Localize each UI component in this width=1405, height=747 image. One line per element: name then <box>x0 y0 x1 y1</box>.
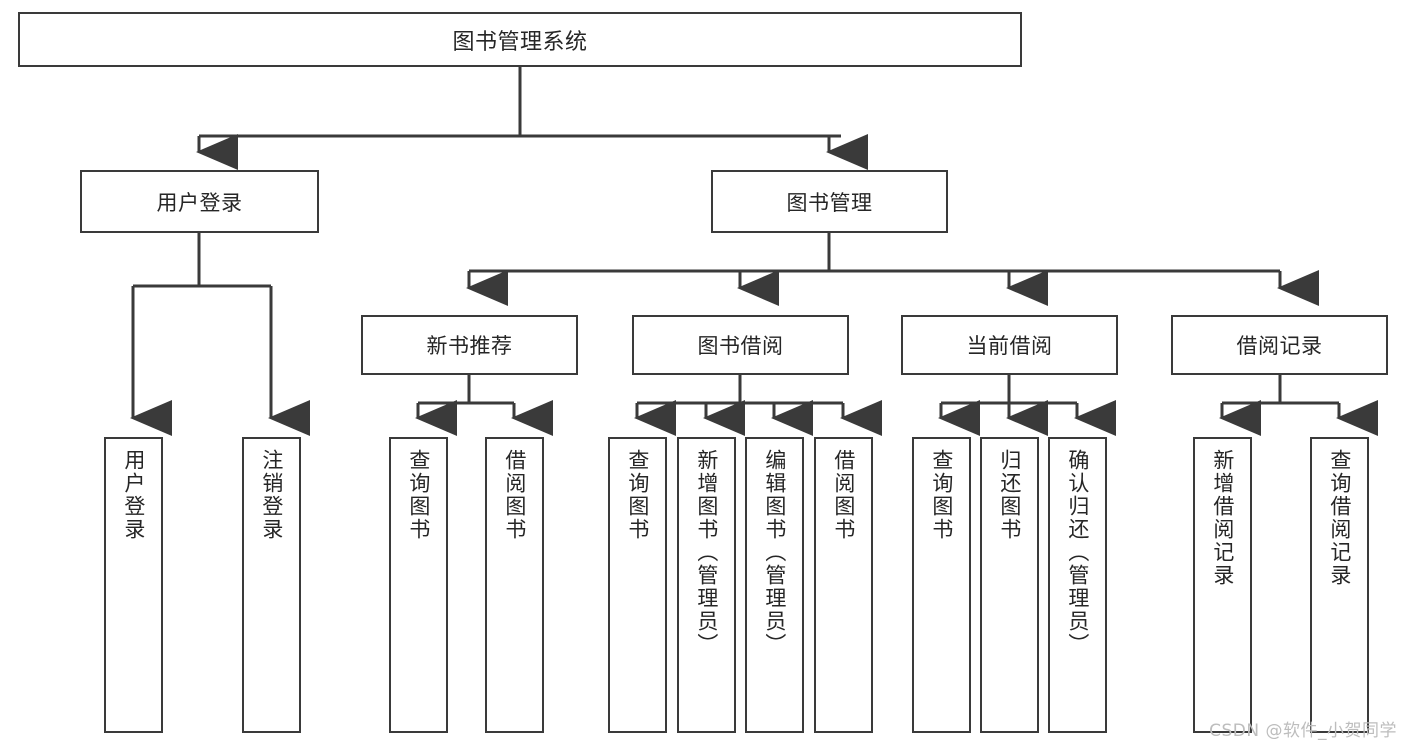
node-leaf-query-book-current-label: 查询图书 <box>929 449 954 541</box>
node-leaf-user-login-label: 用户登录 <box>121 449 146 541</box>
node-leaf-borrow-book[interactable]: 借阅图书 <box>814 437 873 733</box>
node-leaf-edit-book-admin-label: 编辑图书（管理员） <box>762 449 787 656</box>
node-book-borrow-label: 图书借阅 <box>697 334 784 358</box>
node-leaf-user-login[interactable]: 用户登录 <box>104 437 163 733</box>
node-borrow-record[interactable]: 借阅记录 <box>1171 315 1388 375</box>
node-leaf-logout[interactable]: 注销登录 <box>242 437 301 733</box>
node-leaf-return-book-label: 归还图书 <box>997 449 1022 541</box>
node-leaf-confirm-return-admin-label: 确认归还（管理员） <box>1065 449 1090 656</box>
node-current-borrow-label: 当前借阅 <box>966 334 1053 358</box>
node-leaf-logout-label: 注销登录 <box>259 449 284 541</box>
node-leaf-add-borrow-record[interactable]: 新增借阅记录 <box>1193 437 1252 733</box>
node-leaf-add-borrow-record-label: 新增借阅记录 <box>1210 449 1235 587</box>
node-current-borrow[interactable]: 当前借阅 <box>901 315 1118 375</box>
node-borrow-record-label: 借阅记录 <box>1236 334 1323 358</box>
node-leaf-query-book-recommend-label: 查询图书 <box>406 449 431 541</box>
node-new-book-recommend-label: 新书推荐 <box>426 334 513 358</box>
node-book-management-label: 图书管理 <box>786 190 873 215</box>
node-root-label: 图书管理系统 <box>452 29 588 55</box>
node-leaf-return-book[interactable]: 归还图书 <box>980 437 1039 733</box>
node-leaf-add-book-admin-label: 新增图书（管理员） <box>694 449 719 656</box>
node-leaf-query-book-borrow[interactable]: 查询图书 <box>608 437 667 733</box>
node-leaf-edit-book-admin[interactable]: 编辑图书（管理员） <box>745 437 804 733</box>
node-user-login-label: 用户登录 <box>156 190 243 215</box>
node-root[interactable]: 图书管理系统 <box>18 12 1022 67</box>
node-leaf-query-book-borrow-label: 查询图书 <box>625 449 650 541</box>
node-leaf-query-borrow-record[interactable]: 查询借阅记录 <box>1310 437 1369 733</box>
node-user-login[interactable]: 用户登录 <box>80 170 319 233</box>
csdn-watermark: CSDN @软件_小贺同学 <box>1209 721 1397 741</box>
node-leaf-query-borrow-record-label: 查询借阅记录 <box>1327 449 1352 587</box>
node-leaf-confirm-return-admin[interactable]: 确认归还（管理员） <box>1048 437 1107 733</box>
node-new-book-recommend[interactable]: 新书推荐 <box>361 315 578 375</box>
node-leaf-borrow-book-recommend[interactable]: 借阅图书 <box>485 437 544 733</box>
node-leaf-borrow-book-label: 借阅图书 <box>831 449 856 541</box>
node-leaf-query-book-current[interactable]: 查询图书 <box>912 437 971 733</box>
node-leaf-borrow-book-recommend-label: 借阅图书 <box>502 449 527 541</box>
node-book-borrow[interactable]: 图书借阅 <box>632 315 849 375</box>
node-leaf-add-book-admin[interactable]: 新增图书（管理员） <box>677 437 736 733</box>
node-leaf-query-book-recommend[interactable]: 查询图书 <box>389 437 448 733</box>
node-book-management[interactable]: 图书管理 <box>711 170 948 233</box>
